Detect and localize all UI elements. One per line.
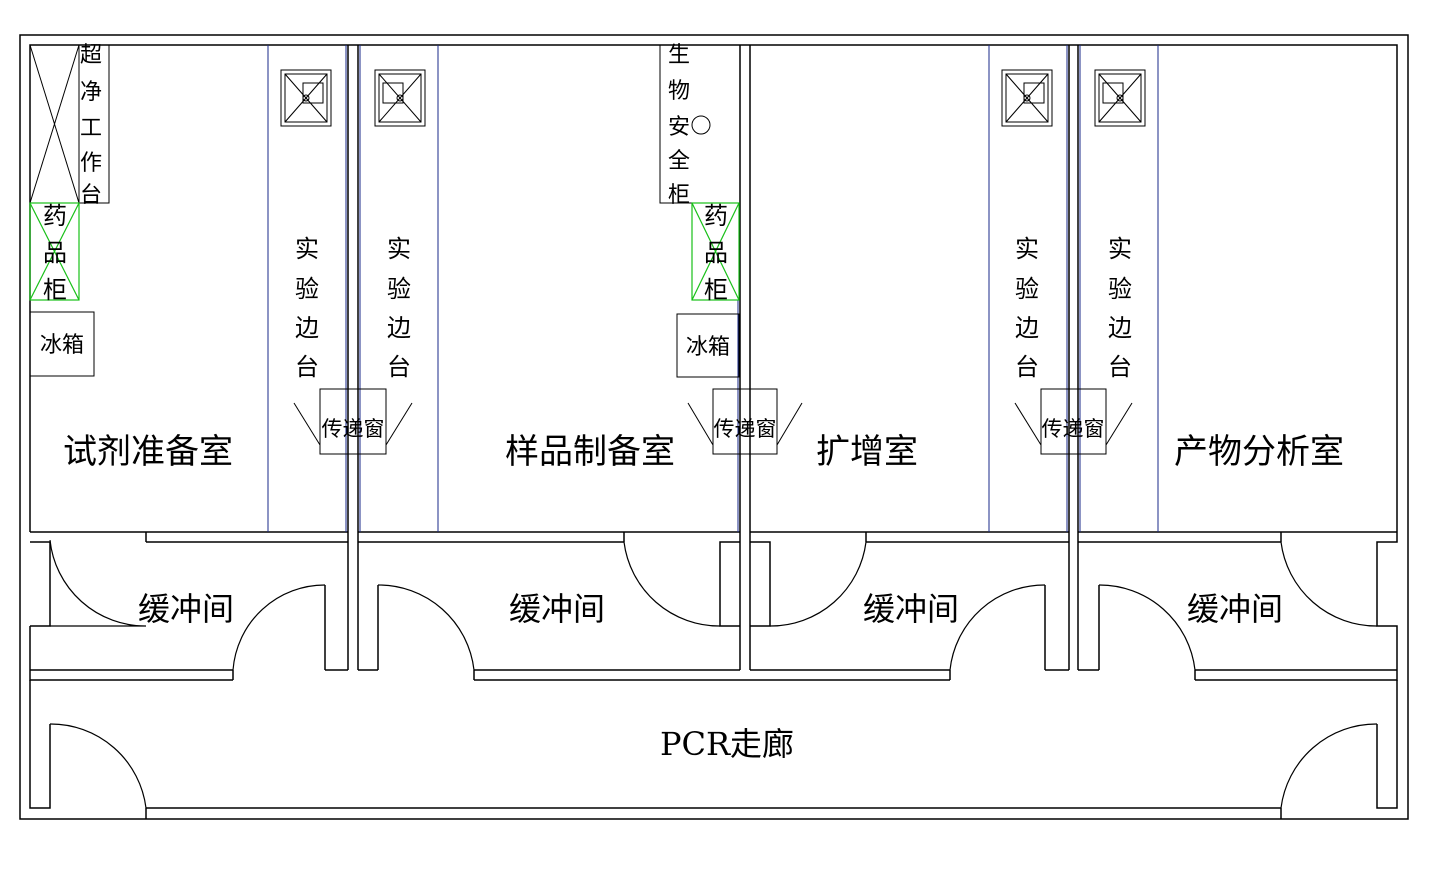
chemical-cabinet-char: 品 [704, 239, 728, 267]
chemical-cabinet-2: 药 品 柜 [691, 202, 740, 304]
biosafety-cabinet-char: 安 [668, 115, 690, 140]
sinks [280, 69, 1146, 127]
sink-icon [374, 69, 426, 127]
pass-box-label: 传递窗 [714, 417, 777, 441]
lab-bench-char: 验 [387, 275, 411, 303]
lab-bench-char: 边 [1108, 314, 1132, 342]
lab-bench-label-2: 实 验 边 台 [387, 235, 411, 381]
buffer-room-label: 缓冲间 [863, 590, 959, 628]
pass-box-1: 传递窗 [293, 388, 413, 455]
sink-icon [1094, 69, 1146, 127]
door-corridor-right [1280, 723, 1378, 809]
lab-bench-char: 台 [1015, 353, 1039, 381]
corridor-label: PCR走廊 [660, 725, 794, 763]
chemical-cabinet-1: 药 品 柜 [29, 202, 80, 304]
buffer-labels: 缓冲间 缓冲间 缓冲间 缓冲间 [138, 590, 1283, 628]
fridge-1: 冰箱 [29, 311, 95, 377]
lab-bench-char: 实 [295, 235, 319, 263]
clean-bench-char: 净 [80, 80, 102, 105]
lab-bench-labels: 实 验 边 台 实 验 边 台 实 验 边 台 实 验 边 台 [295, 235, 1132, 381]
biosafety-circle-icon [691, 115, 711, 135]
fridge-label: 冰箱 [40, 333, 84, 358]
chemical-cabinet-char: 药 [43, 202, 67, 230]
biosafety-cabinet-char: 柜 [668, 183, 690, 208]
room-sample-prep-label: 样品制备室 [505, 432, 675, 472]
clean-bench: 超 净 工 作 台 [29, 43, 110, 208]
corridor-walls [29, 585, 1398, 819]
chemical-cabinet-char: 柜 [43, 276, 67, 304]
biosafety-cabinet-char: 生 [668, 43, 690, 68]
room-reagent-prep-label: 试剂准备室 [63, 432, 233, 472]
door-reagent-room [49, 539, 147, 627]
lab-bench-char: 台 [295, 353, 319, 381]
pass-box-2: 传递窗 [687, 388, 803, 455]
lab-bench-lines [267, 45, 1159, 532]
lab-bench-char: 边 [387, 314, 411, 342]
lab-bench-char: 台 [387, 353, 411, 381]
pass-box-label: 传递窗 [322, 417, 385, 441]
door-sample-room [623, 541, 721, 627]
sink-icon [280, 69, 332, 127]
lab-bench-label-4: 实 验 边 台 [1108, 235, 1132, 381]
pass-box-label: 传递窗 [1042, 417, 1105, 441]
lab-bench-char: 验 [1015, 275, 1039, 303]
lab-bench-label-3: 实 验 边 台 [1015, 235, 1039, 381]
chemical-cabinet-char: 柜 [704, 276, 728, 304]
room-product-analysis-label: 产物分析室 [1174, 432, 1344, 472]
lab-bench-char: 实 [387, 235, 411, 263]
door-buffer-2 [377, 584, 475, 671]
door-buffer-3 [949, 584, 1046, 671]
door-buffer-1 [232, 584, 326, 671]
biosafety-cabinet-char: 全 [668, 149, 690, 174]
fridge-label: 冰箱 [686, 335, 730, 360]
lab-bench-label-1: 实 验 边 台 [295, 235, 319, 381]
biosafety-cabinet: 生 物 安 全 柜 [659, 43, 741, 208]
buffer-room-label: 缓冲间 [138, 590, 234, 628]
chemical-cabinet-char: 品 [43, 239, 67, 267]
clean-bench-char: 超 [80, 43, 102, 68]
buffer-room-label: 缓冲间 [1187, 590, 1283, 628]
lab-bench-char: 验 [295, 275, 319, 303]
lab-bench-char: 验 [1108, 275, 1132, 303]
sink-icon [1001, 69, 1053, 127]
clean-bench-char: 作 [80, 151, 102, 176]
lab-bench-char: 台 [1108, 353, 1132, 381]
lab-bench-char: 实 [1108, 235, 1132, 263]
door-amplification-room [769, 541, 867, 627]
lab-bench-char: 实 [1015, 235, 1039, 263]
chemical-cabinet-char: 药 [704, 202, 728, 230]
clean-bench-char: 工 [80, 116, 102, 141]
buffer-walls [29, 531, 1398, 670]
door-corridor-left [49, 723, 147, 809]
door-buffer-4 [1098, 584, 1196, 671]
pass-box-3: 传递窗 [1014, 388, 1133, 455]
clean-bench-char: 台 [80, 183, 102, 208]
doors [49, 539, 1378, 809]
biosafety-cabinet-char: 物 [668, 79, 690, 104]
door-analysis-room [1280, 541, 1378, 627]
room-amplification-label: 扩增室 [816, 432, 918, 472]
room-labels: 试剂准备室 样品制备室 扩增室 产物分析室 [63, 432, 1344, 472]
fridge-2: 冰箱 [676, 313, 740, 378]
lab-bench-char: 边 [1015, 314, 1039, 342]
lab-bench-char: 边 [295, 314, 319, 342]
buffer-room-label: 缓冲间 [509, 590, 605, 628]
